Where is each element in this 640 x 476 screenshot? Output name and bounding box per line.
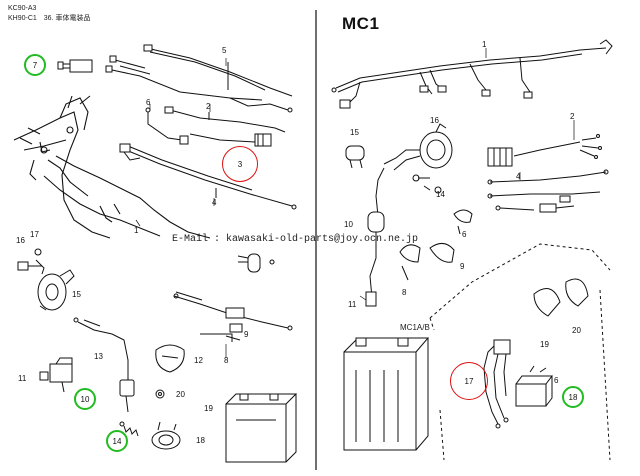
part-number-2: 2 xyxy=(206,102,211,111)
connector-7 xyxy=(57,59,93,73)
switch-15-right xyxy=(345,145,365,169)
harness-2-right xyxy=(487,134,602,167)
part-number-12: 12 xyxy=(194,356,203,365)
clamp-9-right xyxy=(429,243,455,263)
clamp-19-right xyxy=(533,288,561,317)
callout-green-14: 14 xyxy=(106,430,128,452)
part-number-11: 11 xyxy=(18,374,27,383)
switch-18 xyxy=(151,421,181,450)
part-number-11-right: 11 xyxy=(348,300,357,309)
leader-lines xyxy=(135,48,575,358)
connector-near-3 xyxy=(237,253,275,273)
harness-2 xyxy=(164,106,286,147)
part-number-18: 18 xyxy=(196,436,205,445)
callout-green-7: 7 xyxy=(24,54,46,76)
wires-4-right xyxy=(487,169,609,213)
horn-15 xyxy=(37,269,75,311)
part-number-9: 9 xyxy=(244,330,249,339)
harness-5 xyxy=(105,44,293,113)
section-title-mc1: MC1 xyxy=(342,14,380,33)
main-harness-1 xyxy=(331,39,613,109)
header-model-line1: KC90-A3 xyxy=(8,5,37,12)
part-number-17: 17 xyxy=(30,230,39,239)
part-number-8-right: 8 xyxy=(402,288,407,297)
clamp-20-right xyxy=(565,278,589,307)
part-number-9-right: 9 xyxy=(460,262,465,271)
header-model-line2: KH90-C1 36. 車体電装品 xyxy=(8,15,91,22)
coil-10 xyxy=(365,167,385,307)
frame xyxy=(13,95,211,239)
part-number-4-right: 4 xyxy=(516,172,521,181)
clamp-small-right xyxy=(453,209,473,235)
nut-20 xyxy=(155,389,165,399)
part-number-14-right: 14 xyxy=(436,190,445,199)
callout-green-10: 10 xyxy=(74,388,96,410)
part-number-13: 13 xyxy=(94,352,103,361)
battery-19-right xyxy=(343,337,430,451)
cable-4 xyxy=(119,143,297,210)
part-number-2-right: 2 xyxy=(570,112,575,121)
callout-red-17: 17 xyxy=(450,362,488,400)
clamp-8-right xyxy=(399,244,421,281)
part-number-5: 5 xyxy=(222,46,227,55)
fuse-harness-8-9 xyxy=(173,291,293,342)
part-number-15-right: 15 xyxy=(350,128,359,137)
subsection-label: MC1A/B xyxy=(400,323,430,332)
part-number-6: 6 xyxy=(146,98,151,107)
part-number-16: 16 xyxy=(16,236,25,245)
part-number-6-right: 6 xyxy=(462,230,467,239)
part-number-16-right: 16 xyxy=(430,116,439,125)
part-number-8: 8 xyxy=(224,356,229,365)
part-number-4: 4 xyxy=(212,198,217,207)
relay-18-right xyxy=(515,365,553,407)
harness-17 xyxy=(483,339,511,429)
relay-10 xyxy=(39,357,73,393)
part-number-6b-right: 6 xyxy=(554,376,559,385)
bolt-14-right xyxy=(412,174,442,194)
clamp-12 xyxy=(155,344,185,373)
meter-16 xyxy=(383,123,453,171)
email-watermark: E-Mail : kawasaki-old-parts@joy.ocn.ne.j… xyxy=(172,234,419,245)
part-number-10-right: 10 xyxy=(344,220,353,229)
callout-red-3: 3 xyxy=(222,146,258,182)
part-number-1: 1 xyxy=(134,226,139,235)
part-number-20: 20 xyxy=(176,390,185,399)
part-number-20-right: 20 xyxy=(572,326,581,335)
battery-19-left xyxy=(225,393,298,463)
spring-14 xyxy=(119,421,139,437)
part-number-15: 15 xyxy=(72,290,81,299)
subregion-border xyxy=(429,243,611,461)
bolts-16-17 xyxy=(17,248,45,275)
callout-green-18: 18 xyxy=(562,386,584,408)
part-number-19: 19 xyxy=(204,404,213,413)
part-number-19-right: 19 xyxy=(540,340,549,349)
part-number-1-right: 1 xyxy=(482,40,487,49)
wire-13 xyxy=(73,317,135,413)
